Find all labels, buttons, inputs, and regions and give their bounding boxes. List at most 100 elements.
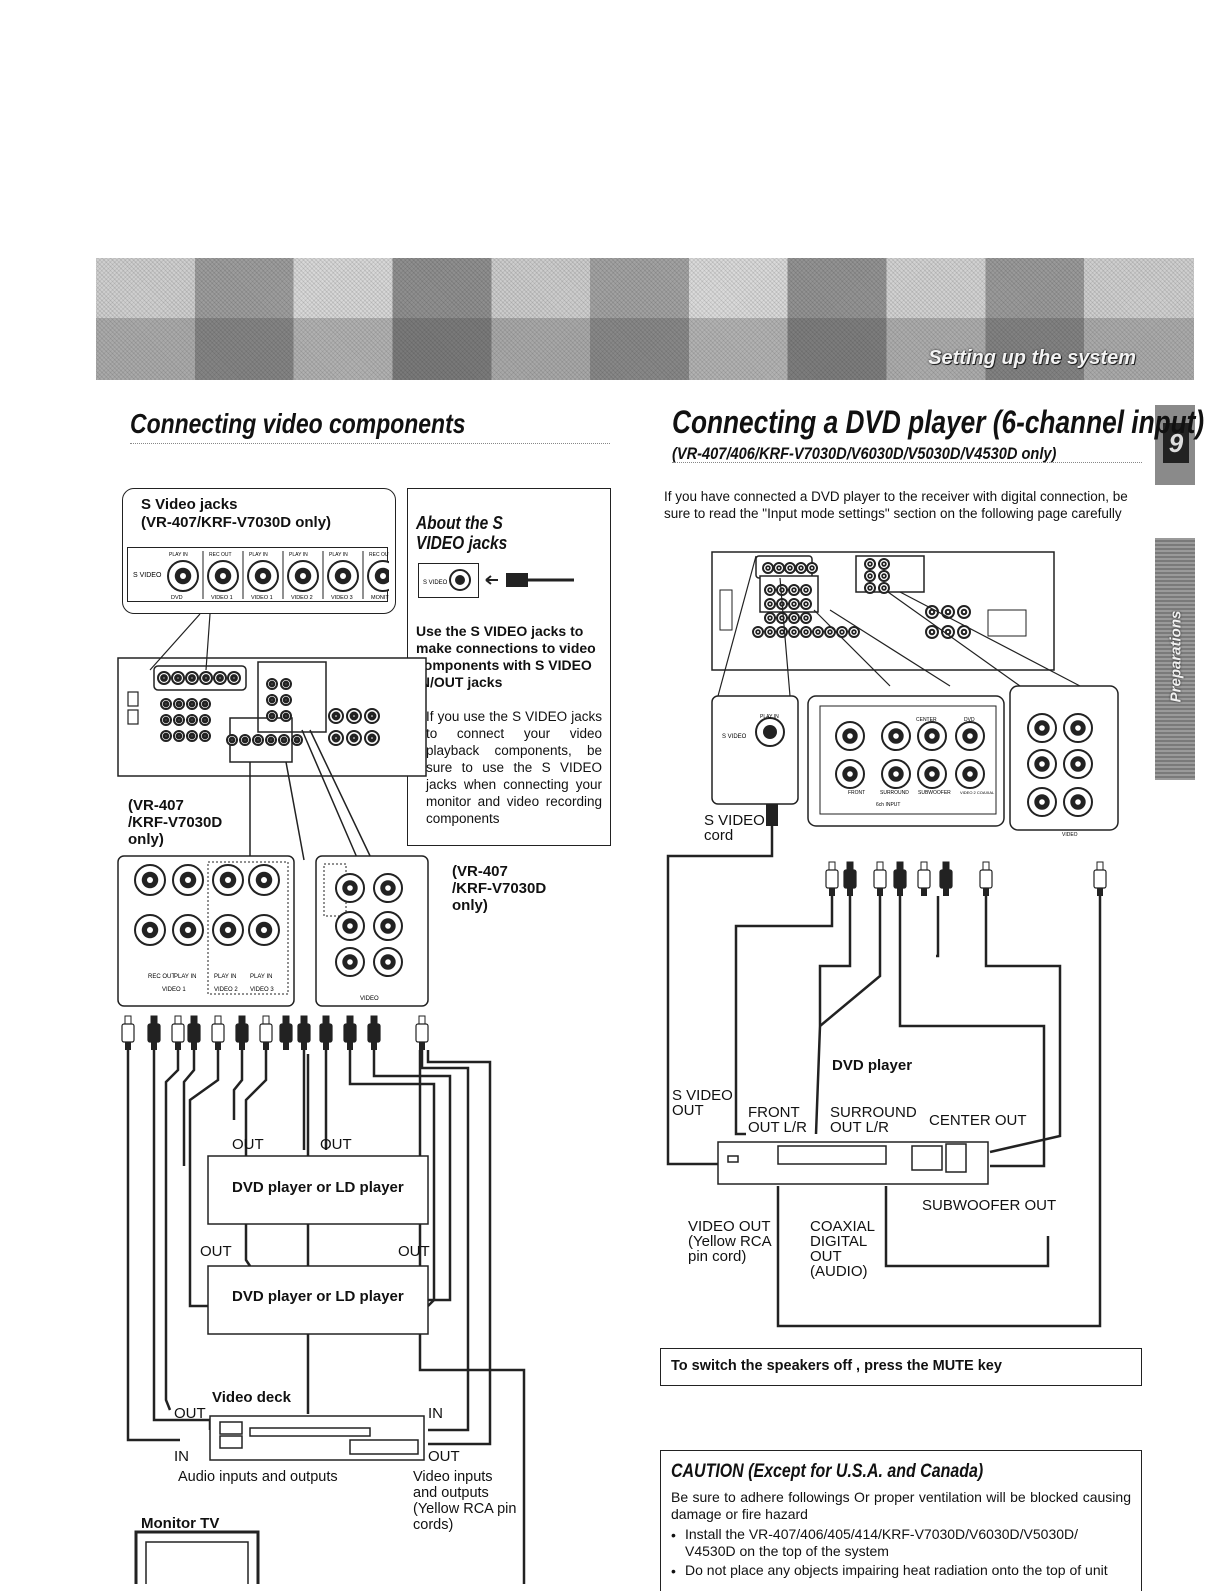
about-svideo-bullet: If you use the S VIDEO jacks to connect … — [426, 709, 602, 826]
rca-plug — [262, 1015, 270, 1025]
rear-terminal — [127, 691, 139, 707]
svideo-jack-pin — [380, 573, 386, 579]
video-io-label: Video inputs and outputs (Yellow RCA pin… — [413, 1469, 516, 1533]
rear-jack-pin — [203, 702, 207, 706]
rear-jack-pin — [334, 713, 339, 718]
rear-jack-pin — [930, 630, 934, 634]
svideo-bottom-label: VIDEO 1 — [251, 595, 273, 601]
about-svideo-box: About the S VIDEO jacks S VIDEO Use the … — [407, 488, 611, 846]
rear-jack-pin — [853, 631, 855, 633]
rear-jack-pin — [370, 735, 375, 740]
rear-svideo-jack-pin — [800, 567, 802, 569]
svideo-top-label: REC OUT — [209, 552, 232, 558]
svideo-bottom-label: MONITOR — [371, 595, 389, 601]
rear-jack-pin — [805, 631, 807, 633]
svideo-cord-l2: cord — [704, 827, 734, 844]
rca-plug-boot — [125, 1042, 131, 1050]
rca-plug-body — [297, 1023, 311, 1043]
rca-plug-boot — [1097, 888, 1103, 896]
svideo-jack-pin — [300, 573, 306, 579]
six-ch-jack-pin — [893, 733, 899, 739]
right-section-subtitle: (VR-407/406/KRF-V7030D/V6030D/V5030D/V45… — [672, 444, 1057, 463]
rear-jack-pin — [805, 603, 807, 605]
rear-jack-pin — [282, 738, 286, 742]
video-out-l1: VIDEO OUT — [688, 1218, 771, 1235]
rca-plug — [322, 1015, 330, 1025]
rca-plug — [846, 861, 854, 871]
video-out-l2: (Yellow RCA — [688, 1233, 772, 1250]
front-panel-label: FRONT — [848, 790, 865, 796]
rca-plug-body — [367, 1023, 381, 1043]
rca-plug — [282, 1015, 290, 1025]
rca-plug-body — [211, 1023, 225, 1043]
six-ch-jack-pin — [893, 771, 899, 777]
model-note-2-l1: (VR-407 — [452, 863, 508, 880]
caution-body: Be sure to adhere followings Or proper v… — [671, 1489, 1131, 1522]
video-out-l3: pin cord) — [688, 1248, 747, 1265]
rca-plug-body — [319, 1023, 333, 1043]
video-jack-pin — [385, 885, 391, 891]
rear-jack-pin — [190, 702, 194, 706]
video-deck-label: Video deck — [212, 1389, 291, 1406]
surround-out-label: SURROUND OUT L/R — [830, 1105, 917, 1135]
rca-plug-boot — [921, 888, 927, 896]
panel-label-play-in-1: PLAY IN — [174, 974, 196, 980]
video-io-l3: (Yellow RCA pin — [413, 1501, 517, 1517]
input-panel-label: 6ch INPUT — [876, 802, 900, 808]
header-banner: Setting up the system — [96, 258, 1194, 380]
deck-out2-label: OUT — [428, 1448, 460, 1465]
rear-jack-pin — [203, 734, 207, 738]
rear-jack-pin — [769, 617, 771, 619]
video-io-l4: cords) — [413, 1517, 454, 1533]
rear-jack-pin — [203, 718, 207, 722]
rear-svideo-jack-pin — [767, 567, 769, 569]
rear-jack-pin — [962, 610, 966, 614]
model-note-1-l3: only) — [128, 831, 164, 848]
video-jack-pin — [225, 877, 231, 883]
rear-jack-pin — [946, 610, 950, 614]
svideo-row-label: S VIDEO — [133, 572, 162, 579]
dvd-panel-label: DVD — [964, 717, 975, 723]
rear-jack-pin — [190, 718, 194, 722]
panel-label-video2: VIDEO 2 — [214, 987, 238, 993]
svideo-plug-label: S VIDEO — [423, 580, 448, 586]
video-io-l1: Video inputs — [413, 1469, 493, 1485]
deck-in-label: IN — [428, 1405, 443, 1422]
rear-jack-pin — [869, 575, 871, 577]
banner-band — [96, 318, 1194, 380]
coaxial-out-l2: DIGITAL — [810, 1233, 868, 1250]
video-jack-pin — [225, 927, 231, 933]
model-note-2-l3: only) — [452, 897, 488, 914]
rear-jack-pin — [869, 587, 871, 589]
rca-plug — [174, 1015, 182, 1025]
rear-jack-pin — [370, 713, 375, 718]
svideo-jack-pin — [180, 573, 186, 579]
rca-plug-body — [171, 1023, 185, 1043]
subwoofer-out-label: SUBWOOFER OUT — [922, 1197, 1057, 1214]
right-section-title: Connecting a DVD player (6-channel input… — [672, 404, 1205, 440]
svideo-cord-label: S VIDEO cord — [704, 813, 765, 843]
surround-panel-label: SURROUND — [880, 790, 909, 796]
video-jack-pin — [347, 923, 353, 929]
panel-label-play-in-2: PLAY IN — [214, 974, 236, 980]
rca-plug — [1096, 861, 1104, 871]
right-title-rule — [672, 462, 1142, 463]
video-panel-label: VIDEO — [1062, 832, 1078, 838]
rca-plug-body — [121, 1023, 135, 1043]
out-label-b: OUT — [320, 1136, 352, 1153]
rear-jack-pin — [352, 713, 357, 718]
rear-jack-pin — [284, 698, 288, 702]
about-svideo-title: About the S VIDEO jacks — [416, 513, 508, 553]
caution-bullet-2: Do not place any objects impairing heat … — [685, 1562, 1108, 1578]
rca-plug-body — [917, 869, 931, 889]
video-jack-pin — [185, 927, 191, 933]
model-note-1: (VR-407 /KRF-V7030D only) — [128, 797, 222, 848]
six-ch-jack-pin — [847, 771, 853, 777]
rear-jack-pin — [829, 631, 831, 633]
rca-plug — [190, 1015, 198, 1025]
video-jack-pin — [347, 885, 353, 891]
rca-plug — [300, 1015, 308, 1025]
rca-plug-body — [415, 1023, 429, 1043]
rear-jack-pin — [781, 631, 783, 633]
rear-jack-pin — [190, 734, 194, 738]
